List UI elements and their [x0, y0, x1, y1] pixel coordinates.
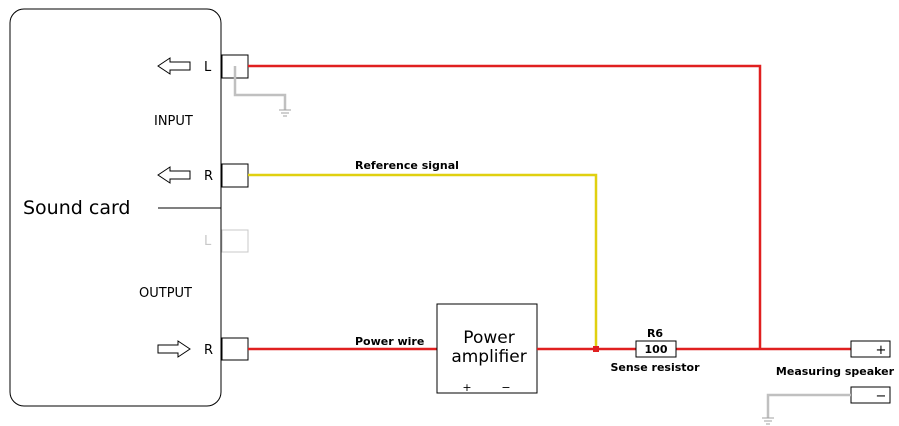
- sense-resistor: [635, 340, 677, 358]
- speaker-ground-wire: [766, 393, 851, 418]
- input-right-channel-label: R: [204, 169, 213, 184]
- left-input-wire: [248, 64, 762, 349]
- input-ground-wire: [233, 66, 287, 110]
- speaker-minus-label: −: [876, 389, 887, 404]
- sound-card-title: Sound card: [23, 197, 131, 219]
- input-left-arrow-icon: [157, 57, 191, 75]
- input-right-jack: [221, 163, 249, 188]
- amplifier-label-line2: amplifier: [451, 347, 526, 367]
- junction-dot: [593, 346, 599, 352]
- resistor-value: 100: [645, 343, 668, 356]
- measuring-speaker-caption: Measuring speaker: [776, 365, 895, 378]
- resistor-designator: R6: [647, 327, 663, 340]
- output-section-label: OUTPUT: [139, 286, 192, 301]
- output-left-jack: [221, 229, 249, 253]
- output-right-channel-label: R: [204, 343, 213, 358]
- amplifier-minus-label: −: [501, 381, 510, 394]
- reference-signal-wire: [248, 173, 598, 349]
- output-right-arrow-icon: [157, 340, 191, 358]
- output-left-channel-label: L: [204, 234, 212, 249]
- input-section-label: INPUT: [154, 114, 193, 129]
- amplifier-plus-label: +: [462, 381, 471, 394]
- input-ground-icon: [279, 109, 291, 117]
- speaker-plus-label: +: [876, 343, 887, 358]
- reference-signal-label: Reference signal: [355, 159, 459, 172]
- speaker-ground-icon: [762, 417, 774, 425]
- sense-resistor-caption: Sense resistor: [610, 361, 700, 374]
- power-wire-label: Power wire: [355, 335, 424, 348]
- output-right-jack: [221, 337, 249, 361]
- speaker-plus-terminal: [850, 340, 891, 358]
- input-right-arrow-icon: [157, 166, 191, 184]
- amplifier-label-line1: Power: [463, 328, 514, 348]
- input-left-channel-label: L: [204, 60, 212, 75]
